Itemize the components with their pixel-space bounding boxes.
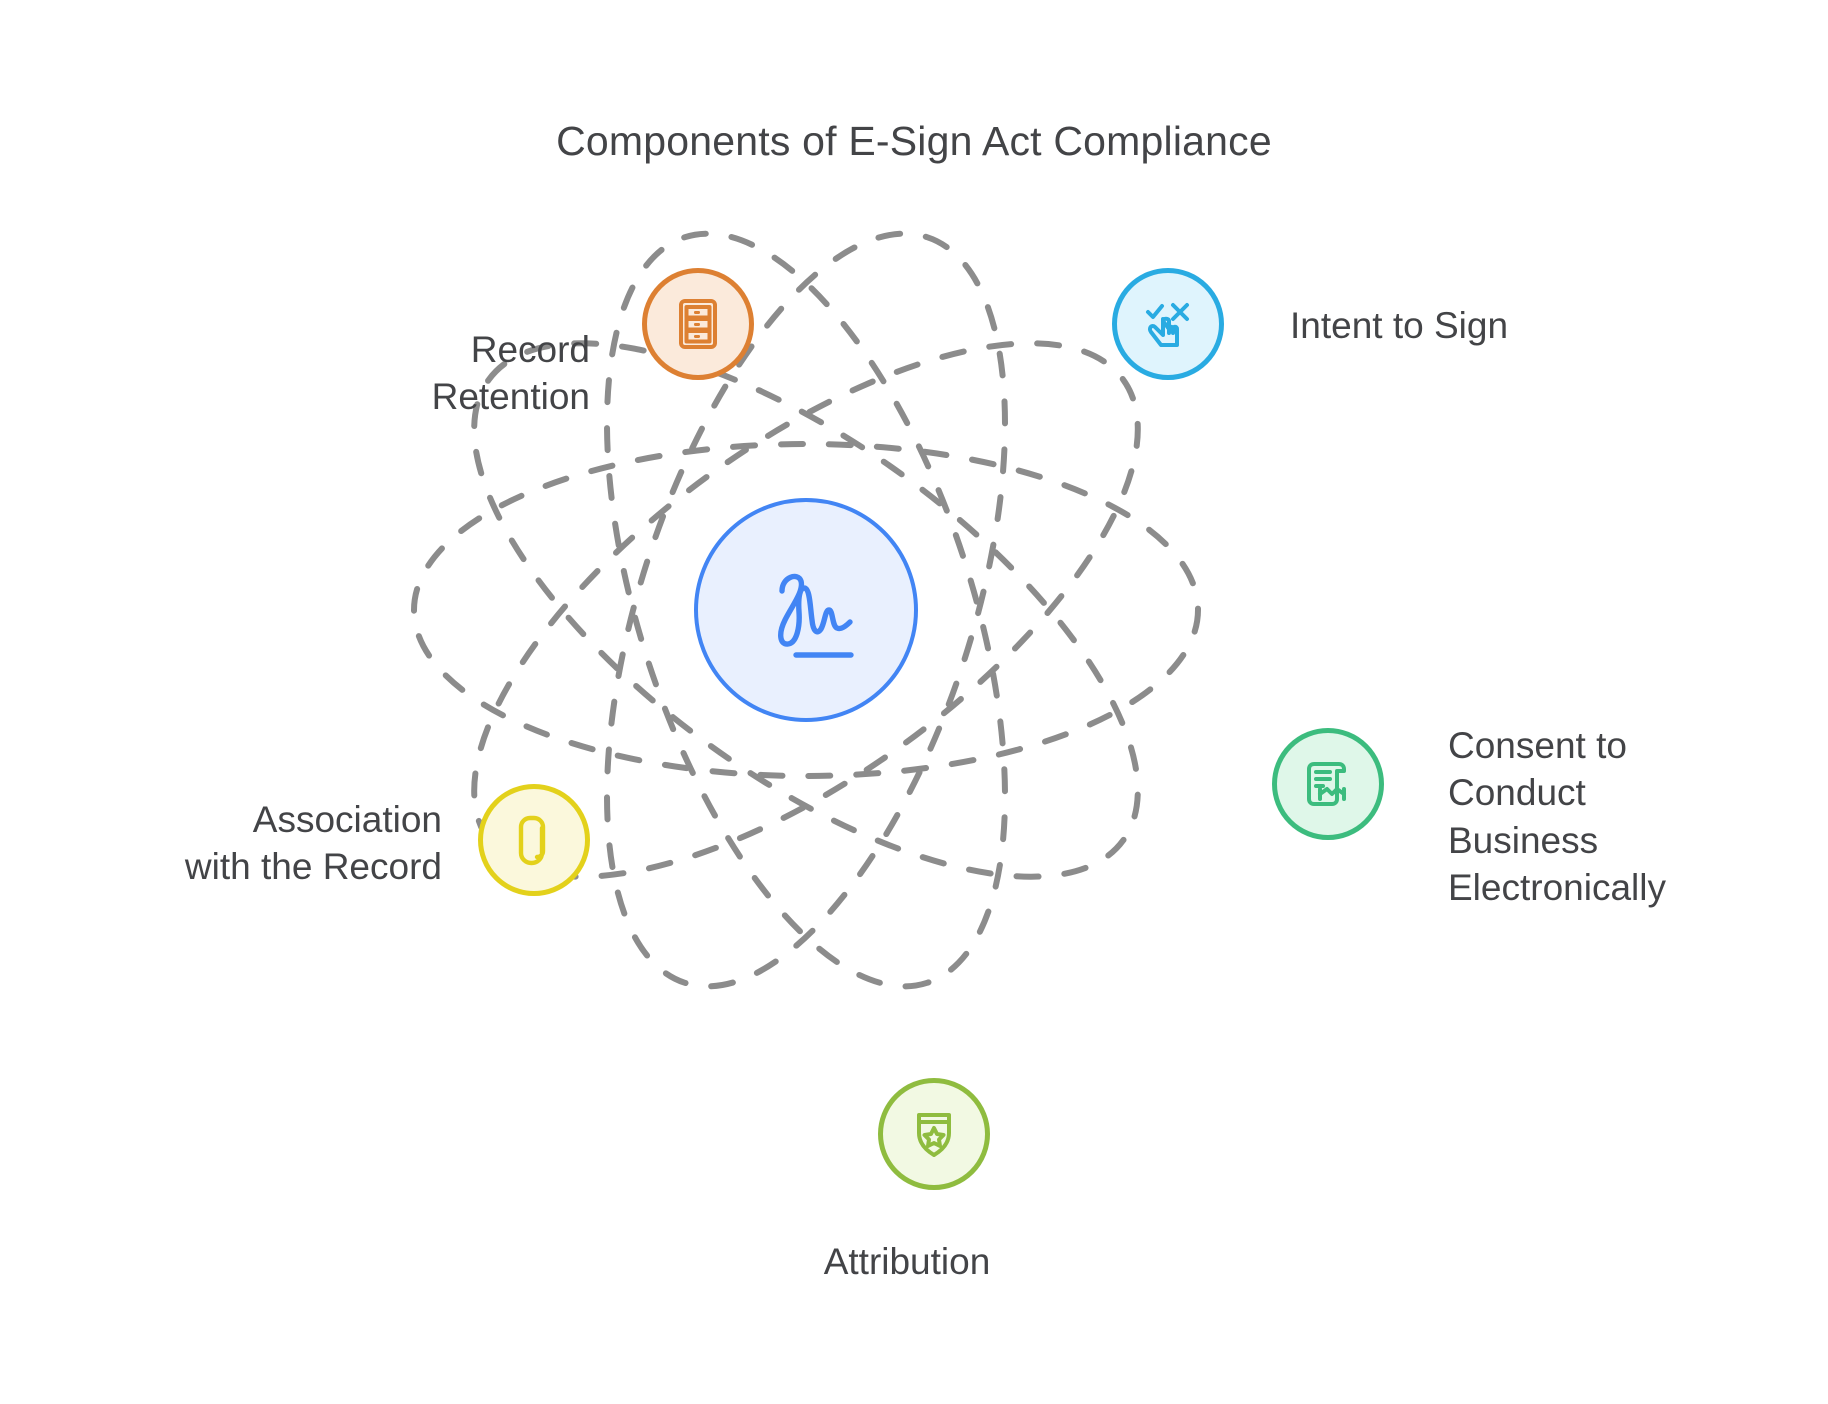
center-node-signature[interactable] — [694, 498, 918, 722]
label-attribution: Attribution — [823, 1241, 991, 1282]
node-association-with-the-record[interactable] — [478, 784, 590, 896]
node-attribution[interactable] — [878, 1078, 990, 1190]
node-consent-to-conduct-business-electronically[interactable] — [1272, 728, 1384, 840]
label-consent-to-conduct-business-electronically: Consent to Conduct Business Electronical… — [1448, 725, 1666, 909]
contract-handshake-icon — [1307, 762, 1346, 806]
label-intent-to-sign: Intent to Sign — [1290, 305, 1509, 346]
label-record-retention: Record Retention — [431, 329, 590, 418]
node-intent-to-sign[interactable] — [1112, 268, 1224, 380]
node-record-retention[interactable] — [642, 268, 754, 380]
label-association-with-the-record: Association with the Record — [184, 799, 442, 888]
signature-icon — [778, 573, 854, 658]
page-title: Components of E-Sign Act Compliance — [556, 118, 1272, 164]
paperclip-icon — [518, 815, 546, 866]
shield-star-icon — [917, 1113, 951, 1157]
pointing-hand-check-cross-icon — [1146, 303, 1189, 347]
archive-cabinet-icon — [679, 299, 717, 349]
